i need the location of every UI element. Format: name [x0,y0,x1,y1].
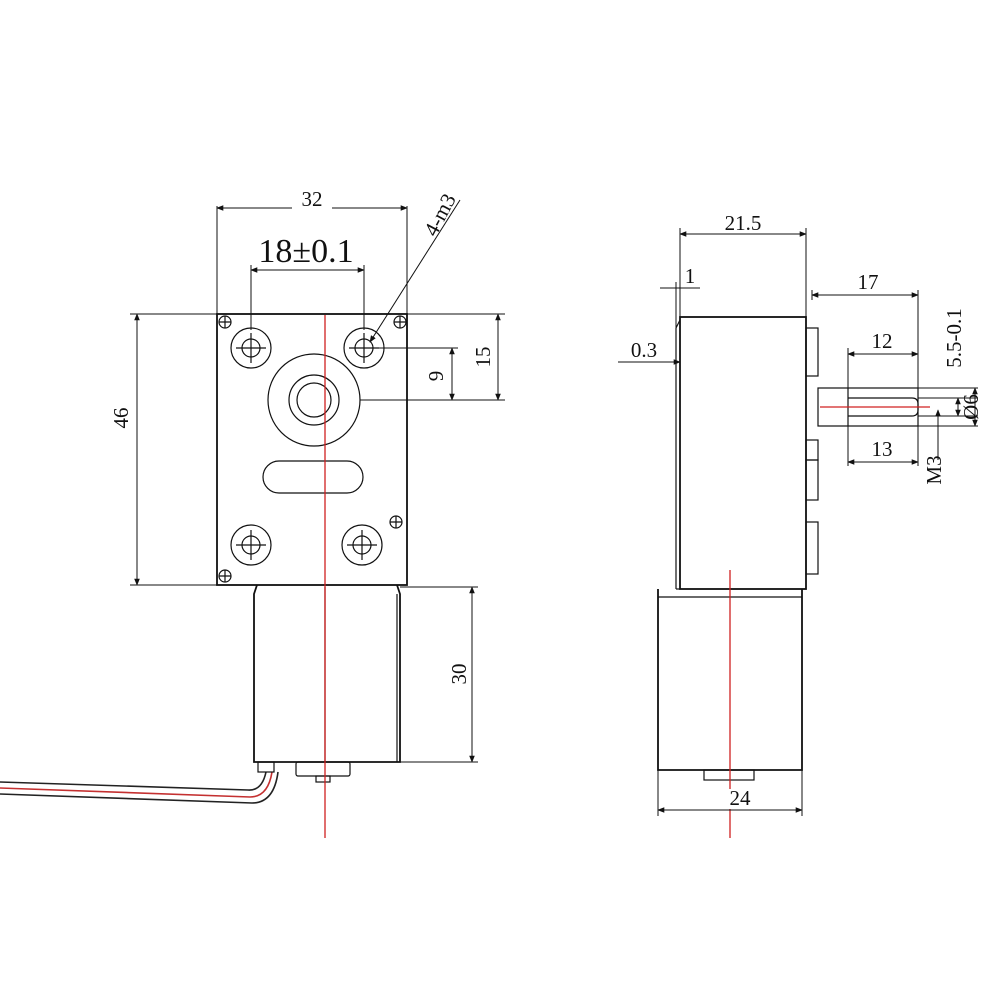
dim-top-to-shaft: 15 [360,313,505,401]
dim-hole-to-shaft-label: 9 [424,371,448,382]
motor-body [253,584,401,783]
dim-step-label: 1 [685,264,696,288]
mounting-holes [230,327,385,566]
slot [262,460,364,494]
dim-step: 1 [660,264,700,328]
dim-motor-length-label: 30 [447,664,471,685]
dim-shaft-length-label: 13 [872,437,893,461]
dim-mount-leader: 4-m3 [369,190,461,343]
output-shaft-boss [267,353,361,447]
dim-shaft-flat-label: 12 [872,329,893,353]
dim-height: 46 [109,313,217,586]
gearbox-plate [216,313,408,586]
mount-hole-icon [341,524,383,566]
dim-top-to-shaft-label: 15 [471,347,495,368]
screw-icon [218,315,232,329]
dim-hole-to-shaft: 9 [370,347,458,401]
dim-hole-spacing-label: 18±0.1 [258,233,353,270]
corner-screws [218,315,407,583]
screw-icon [389,515,403,529]
dim-flat-width-label: 5.5-0.1 [942,308,966,368]
dim-hole-spacing: 18±0.1 [250,233,365,330]
dim-motor-length: 30 [400,586,478,763]
dim-thread: M3 [922,409,946,485]
screw-icon [218,569,232,583]
side-view: 21.5 1 0.3 17 12 [618,211,983,838]
dim-offset-label: 0.3 [631,338,657,362]
dim-shaft-section: 5.5-0.1 Ø6 [918,308,983,427]
dim-height-label: 46 [109,408,133,429]
front-view: 32 18±0.1 4-m3 46 15 [0,185,505,838]
dim-mount-label: 4-m3 [419,190,461,240]
dim-offset: 0.3 [618,338,681,365]
mount-hole-icon [230,524,272,566]
dim-motor-diameter-label: 24 [730,786,752,810]
dim-shaft-total-label: 17 [858,270,879,294]
dim-depth: 21.5 [679,211,807,317]
dim-thread-label: M3 [922,455,946,484]
dim-shaft-length: 13 [847,426,919,466]
dim-shaft-flat: 12 [847,329,919,388]
dim-width: 32 [216,185,408,314]
side-tabs [805,327,819,575]
dim-width-label: 32 [302,187,323,211]
side-gearbox-body [679,316,807,590]
dim-depth-label: 21.5 [725,211,762,235]
dim-shaft-diameter-label: Ø6 [959,394,983,420]
motor-wires [0,771,279,804]
dim-motor-diameter: 24 [657,770,803,816]
screw-icon [393,315,407,329]
mount-hole-icon [230,327,272,369]
dim-shaft-total: 17 [811,270,919,388]
